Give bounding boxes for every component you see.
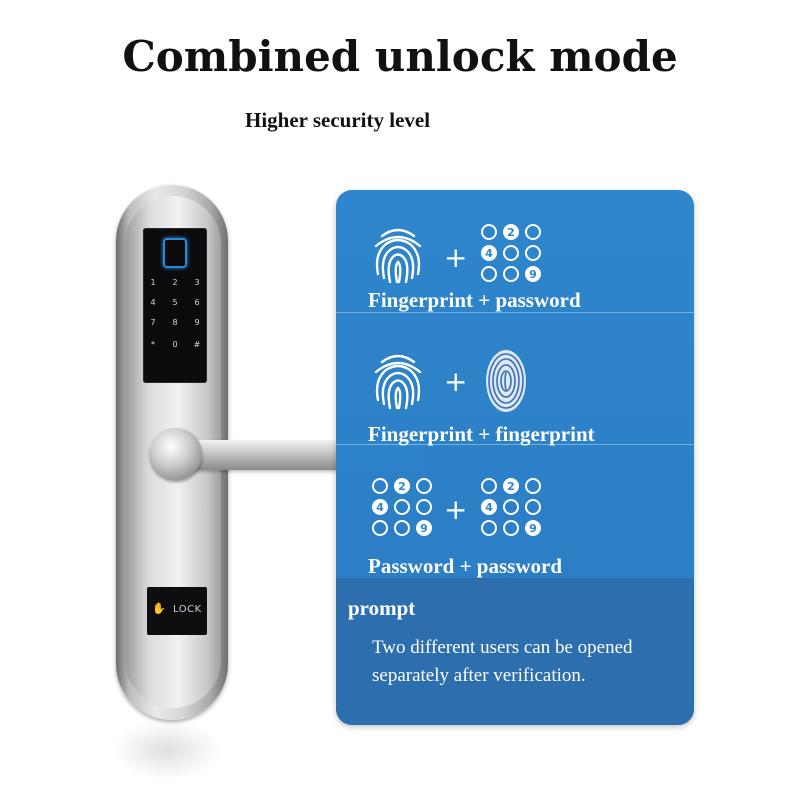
keypad-dot: 2 [503, 478, 519, 494]
keypad-dot [503, 245, 519, 261]
keypad-icon: 2 4 9 [481, 224, 543, 286]
page-title: Combined unlock mode [122, 32, 678, 81]
keypad-key: 9 [194, 318, 200, 327]
handle-tint [336, 440, 424, 470]
lock-plate-label: LOCK [173, 604, 202, 615]
fingerprint-sensor [163, 238, 187, 268]
keypad-dot [525, 499, 541, 515]
prompt-text: Two different users can be opened separa… [372, 637, 633, 686]
mode-label-fingerprint-fingerprint: Fingerprint + fingerprint [368, 422, 595, 446]
keypad-dot: 2 [394, 478, 410, 494]
keypad-dot [416, 478, 432, 494]
fingerprint-icon [374, 228, 422, 284]
keypad-dot [481, 520, 497, 536]
keypad-dot: 4 [372, 499, 388, 515]
keypad-key: 0 [172, 340, 178, 349]
keypad-key: 4 [150, 298, 156, 307]
handle-rose [150, 428, 202, 480]
keypad-dot [372, 478, 388, 494]
info-panel: + 2 4 9 Fingerprint + password + [336, 190, 694, 725]
keypad-dot: 2 [503, 224, 519, 240]
keypad-key: 5 [172, 298, 178, 307]
keypad-dot [481, 478, 497, 494]
keypad-key: * [151, 340, 155, 349]
keypad-dot [503, 520, 519, 536]
panel-divider [336, 444, 694, 445]
keypad-icon: 2 4 9 [481, 478, 543, 540]
keypad-dot: 9 [525, 520, 541, 536]
keypad-key: 8 [172, 318, 178, 327]
keypad-dot [525, 245, 541, 261]
plus-sign: + [444, 365, 468, 398]
keypad-dot [372, 520, 388, 536]
keypad-dot [394, 499, 410, 515]
keypad-dot [503, 499, 519, 515]
keypad-key: 1 [150, 278, 156, 287]
fingerprint-color-icon [486, 350, 526, 412]
keypad-dot [394, 520, 410, 536]
prompt-title: prompt [348, 596, 416, 620]
panel-divider [336, 312, 694, 313]
keypad-key: # [193, 340, 201, 349]
keypad-dot [503, 266, 519, 282]
keypad-dot [416, 499, 432, 515]
page-subtitle: Higher security level [245, 108, 431, 132]
keypad-dot: 4 [481, 245, 497, 261]
keypad-dot: 9 [525, 266, 541, 282]
keypad-dot: 4 [481, 499, 497, 515]
keypad-dot [525, 224, 541, 240]
plus-sign: + [444, 493, 468, 526]
lock-keypad [143, 228, 207, 383]
plus-sign: + [444, 241, 468, 274]
keypad-key: 2 [172, 278, 178, 287]
keypad-dot [481, 266, 497, 282]
keypad-dot [481, 224, 497, 240]
keypad-dot [525, 478, 541, 494]
keypad-key: 7 [150, 318, 156, 327]
keypad-icon: 2 4 9 [372, 478, 434, 540]
prompt-area [336, 578, 694, 725]
keypad-dot: 9 [416, 520, 432, 536]
fingerprint-icon [374, 354, 422, 410]
mode-label-fingerprint-password: Fingerprint + password [368, 288, 581, 312]
mode-label-password-password: Password + password [368, 554, 562, 578]
hand-wave-icon: ✋ [152, 602, 166, 615]
keypad-key: 6 [194, 298, 200, 307]
lock-shadow [112, 720, 222, 780]
lock-plate [147, 587, 207, 635]
keypad-key: 3 [194, 278, 200, 287]
